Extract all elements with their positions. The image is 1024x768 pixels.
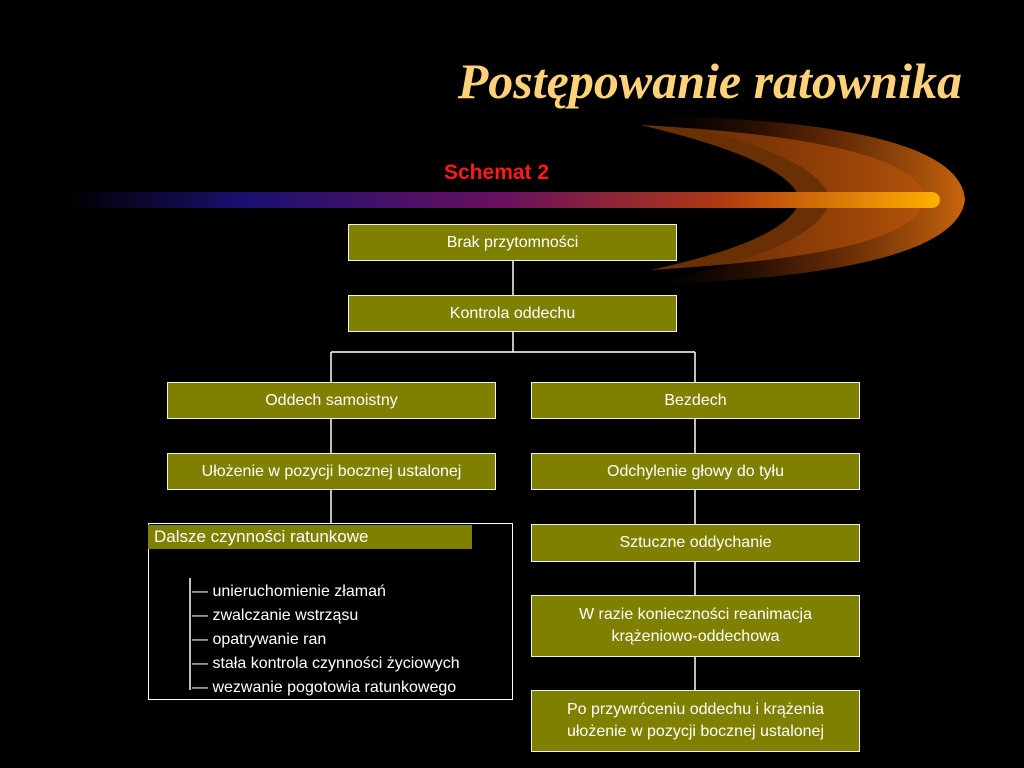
slide-title: Postępowanie ratownika [457,53,962,109]
node-kontrola-oddechu: Kontrola oddechu [348,295,677,332]
node-reanimacja-line2: krążeniowo-oddechowa [611,628,780,645]
list-item: — zwalczanie wstrząsu [192,607,359,624]
slide-subtitle: Schemat 2 [444,161,550,184]
node-reanimacja: W razie konieczności reanimacja krążenio… [531,595,860,657]
gradient-bar [70,192,940,208]
dalsze-czynnosci-heading: Dalsze czynności ratunkowe [148,525,472,549]
node-brak-przytomnosci: Brak przytomności [348,224,677,261]
node-odchylenie: Odchylenie głowy do tyłu [531,453,860,490]
node-bezdech: Bezdech [531,382,860,419]
node-reanimacja-line1: W razie konieczności reanimacja [579,606,812,623]
node-po-line1: Po przywróceniu oddechu i krążenia [566,701,825,718]
dalsze-czynnosci-list: — unieruchomienie złamań — zwalczanie ws… [192,580,460,700]
node-oddech-samoistny: Oddech samoistny [167,382,496,419]
node-po-line2: ułożenie w pozycji bocznej ustalonej [566,723,825,740]
list-item: — stała kontrola czynności życiowych [192,655,460,672]
connector-lines [189,260,696,690]
dalsze-czynnosci-frame [148,523,513,700]
list-item: — wezwanie pogotowia ratunkowego [192,679,457,696]
node-sztuczne-oddychanie: Sztuczne oddychanie [531,524,860,562]
swoosh-inner [640,125,925,270]
swoosh-outer [630,115,965,285]
node-po-przywroceniu: Po przywróceniu oddechu i krążenia ułoże… [531,690,860,752]
list-item: — opatrywanie ran [192,631,327,648]
node-ulozenie: Ułożenie w pozycji bocznej ustalonej [167,453,496,490]
list-item: — unieruchomienie złamań [192,583,386,600]
